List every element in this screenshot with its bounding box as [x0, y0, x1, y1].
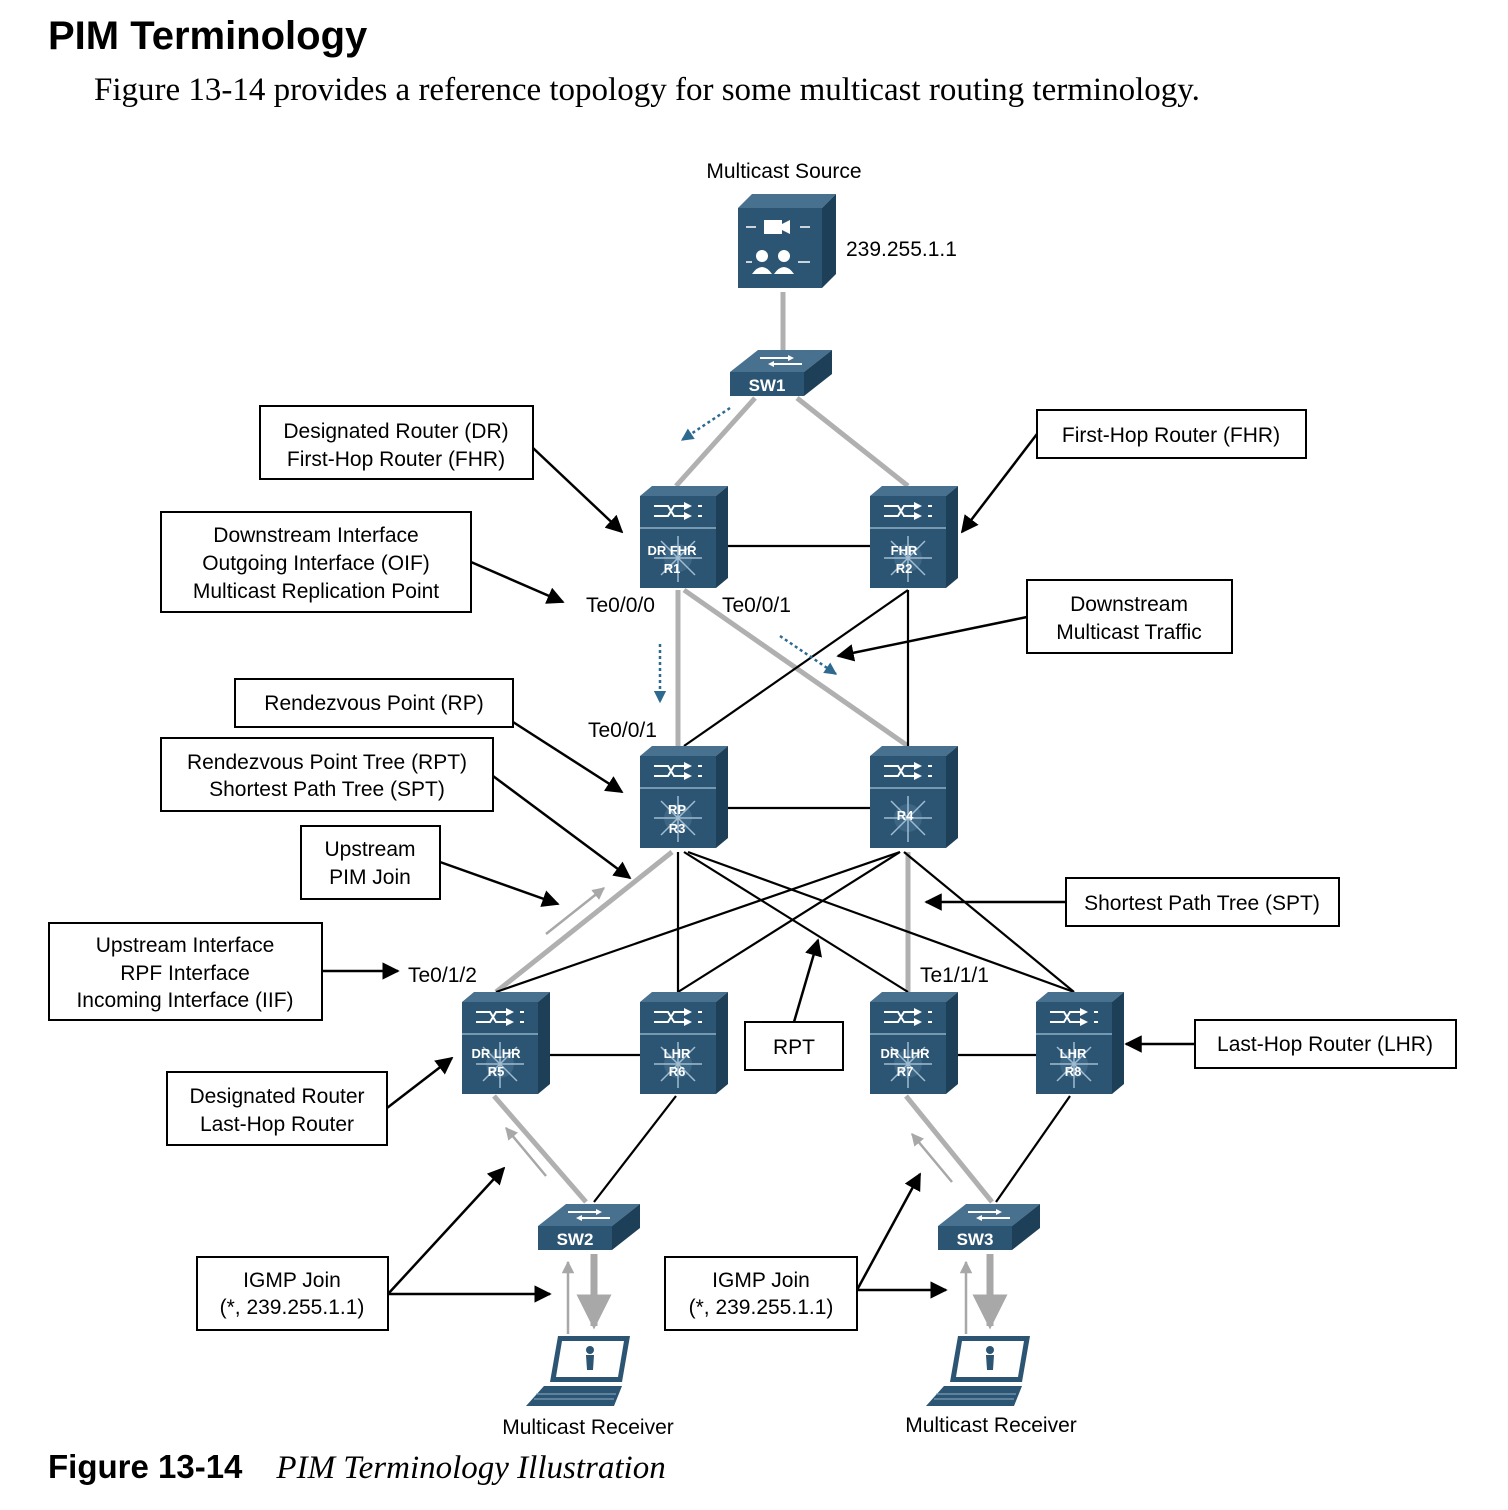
svg-text:(*, 239.255.1.1): (*, 239.255.1.1)	[220, 1296, 365, 1319]
svg-text:Rendezvous Point (RP): Rendezvous Point (RP)	[264, 692, 483, 715]
callout-lhr: Last-Hop Router (LHR)	[1194, 1019, 1457, 1069]
svg-text:Shortest Path Tree (SPT): Shortest Path Tree (SPT)	[1084, 892, 1320, 915]
switch-sw3: SW3	[937, 1203, 1041, 1251]
router-r4-name: R4	[897, 808, 914, 823]
router-r7: DR LHR R7	[869, 991, 959, 1095]
multicast-path-links	[492, 292, 994, 1204]
r5-te012-label: Te0/1/2	[408, 964, 477, 987]
receiver-flow-arrows	[505, 887, 1008, 1334]
svg-text:Last-Hop Router: Last-Hop Router	[200, 1113, 354, 1136]
callout-dr-fhr: Designated Router (DR) First-Hop Router …	[259, 405, 534, 480]
router-r2: FHR R2	[869, 485, 959, 589]
router-r1-name: R1	[664, 561, 681, 576]
r7-te111-label: Te1/1/1	[920, 964, 989, 987]
svg-text:RPF Interface: RPF Interface	[120, 962, 250, 985]
router-r7-role: DR LHR	[880, 1046, 930, 1061]
switch-sw3-label: SW3	[957, 1230, 994, 1249]
svg-text:Outgoing Interface (OIF): Outgoing Interface (OIF)	[202, 552, 430, 575]
rendezvous-and-mesh-links	[495, 544, 1075, 1203]
callout-downstream-traffic: Downstream Multicast Traffic	[1026, 579, 1233, 654]
svg-text:Downstream: Downstream	[1070, 593, 1188, 616]
r1-te001-label: Te0/0/1	[722, 594, 791, 617]
router-r2-name: R2	[896, 561, 913, 576]
switch-sw1-label: SW1	[749, 376, 786, 395]
callout-upstream-interface: Upstream Interface RPF Interface Incomin…	[48, 922, 323, 1021]
svg-text:Designated Router: Designated Router	[189, 1085, 364, 1108]
svg-text:First-Hop Router (FHR): First-Hop Router (FHR)	[287, 448, 505, 471]
receiver-laptop-right	[925, 1335, 1031, 1407]
switch-sw2-label: SW2	[557, 1230, 594, 1249]
svg-text:RPT: RPT	[773, 1036, 815, 1059]
group-address-label: 239.255.1.1	[846, 238, 957, 261]
svg-text:IGMP Join: IGMP Join	[243, 1269, 341, 1292]
callout-fhr: First-Hop Router (FHR)	[1036, 409, 1307, 459]
svg-text:Last-Hop Router (LHR): Last-Hop Router (LHR)	[1217, 1033, 1433, 1056]
router-r1-role: DR FHR	[647, 543, 697, 558]
router-r8-role: LHR	[1060, 1046, 1087, 1061]
downstream-flow-arrows	[653, 406, 838, 704]
callout-rpt-spt: Rendezvous Point Tree (RPT) Shortest Pat…	[160, 737, 494, 812]
multicast-source-server	[738, 194, 836, 288]
switch-sw2: SW2	[537, 1203, 641, 1251]
router-r4: R4	[869, 745, 959, 849]
callout-igmp-join-right: IGMP Join (*, 239.255.1.1)	[664, 1256, 858, 1331]
intro-paragraph: Figure 13-14 provides a reference topolo…	[94, 72, 1200, 108]
callout-spt: Shortest Path Tree (SPT)	[1065, 877, 1340, 927]
multicast-source-label: Multicast Source	[706, 160, 861, 183]
svg-text:IGMP Join: IGMP Join	[712, 1269, 810, 1292]
router-r5-name: R5	[488, 1064, 505, 1079]
callout-rpt: RPT	[744, 1021, 844, 1071]
svg-text:Shortest Path Tree (SPT): Shortest Path Tree (SPT)	[209, 778, 445, 801]
receiver-left-label: Multicast Receiver	[502, 1416, 674, 1439]
r1-te000-label: Te0/0/0	[586, 594, 655, 617]
svg-text:Rendezvous Point Tree (RPT): Rendezvous Point Tree (RPT)	[187, 751, 467, 774]
router-r8: LHR R8	[1035, 991, 1125, 1095]
router-r6-role: LHR	[664, 1046, 691, 1061]
router-r3: RP R3	[639, 745, 729, 849]
svg-text:Designated Router (DR): Designated Router (DR)	[283, 420, 508, 443]
svg-text:First-Hop Router (FHR): First-Hop Router (FHR)	[1062, 424, 1280, 447]
svg-text:Upstream Interface: Upstream Interface	[96, 934, 275, 957]
router-r2-role: FHR	[891, 543, 918, 558]
callout-pointers	[322, 433, 1195, 1303]
router-r7-name: R7	[897, 1064, 914, 1079]
callout-dr-lhr: Designated Router Last-Hop Router	[166, 1071, 388, 1146]
r3-te001-label: Te0/0/1	[588, 719, 657, 742]
svg-text:Incoming Interface (IIF): Incoming Interface (IIF)	[76, 989, 293, 1012]
callout-igmp-join-left: IGMP Join (*, 239.255.1.1)	[196, 1256, 389, 1331]
callout-rp: Rendezvous Point (RP)	[234, 678, 514, 728]
router-r3-name: R3	[669, 821, 686, 836]
figure-number: Figure 13-14	[48, 1448, 243, 1485]
router-r8-name: R8	[1065, 1064, 1082, 1079]
router-r3-role: RP	[668, 802, 686, 817]
callout-upstream-join: Upstream PIM Join	[300, 825, 441, 900]
router-r6: LHR R6	[639, 991, 729, 1095]
callout-downstream-interface: Downstream Interface Outgoing Interface …	[160, 511, 472, 613]
router-r5: DR LHR R5	[461, 991, 551, 1095]
switch-sw1: SW1	[729, 349, 833, 397]
receiver-right-label: Multicast Receiver	[905, 1414, 1077, 1437]
svg-text:PIM Join: PIM Join	[329, 866, 411, 889]
router-r6-name: R6	[669, 1064, 686, 1079]
figure-caption: Figure 13-14 PIM Terminology Illustration	[48, 1448, 666, 1487]
svg-text:(*, 239.255.1.1): (*, 239.255.1.1)	[689, 1296, 834, 1319]
router-r5-role: DR LHR	[471, 1046, 521, 1061]
receiver-laptop-left	[525, 1335, 631, 1407]
svg-text:Downstream Interface: Downstream Interface	[213, 524, 418, 547]
svg-text:Upstream: Upstream	[324, 838, 415, 861]
page-title: PIM Terminology	[48, 14, 368, 58]
svg-text:Multicast Replication Point: Multicast Replication Point	[193, 580, 439, 603]
router-r1: DR FHR R1	[639, 485, 729, 589]
figure-title: PIM Terminology Illustration	[276, 1450, 666, 1486]
svg-text:Multicast Traffic: Multicast Traffic	[1056, 621, 1201, 644]
